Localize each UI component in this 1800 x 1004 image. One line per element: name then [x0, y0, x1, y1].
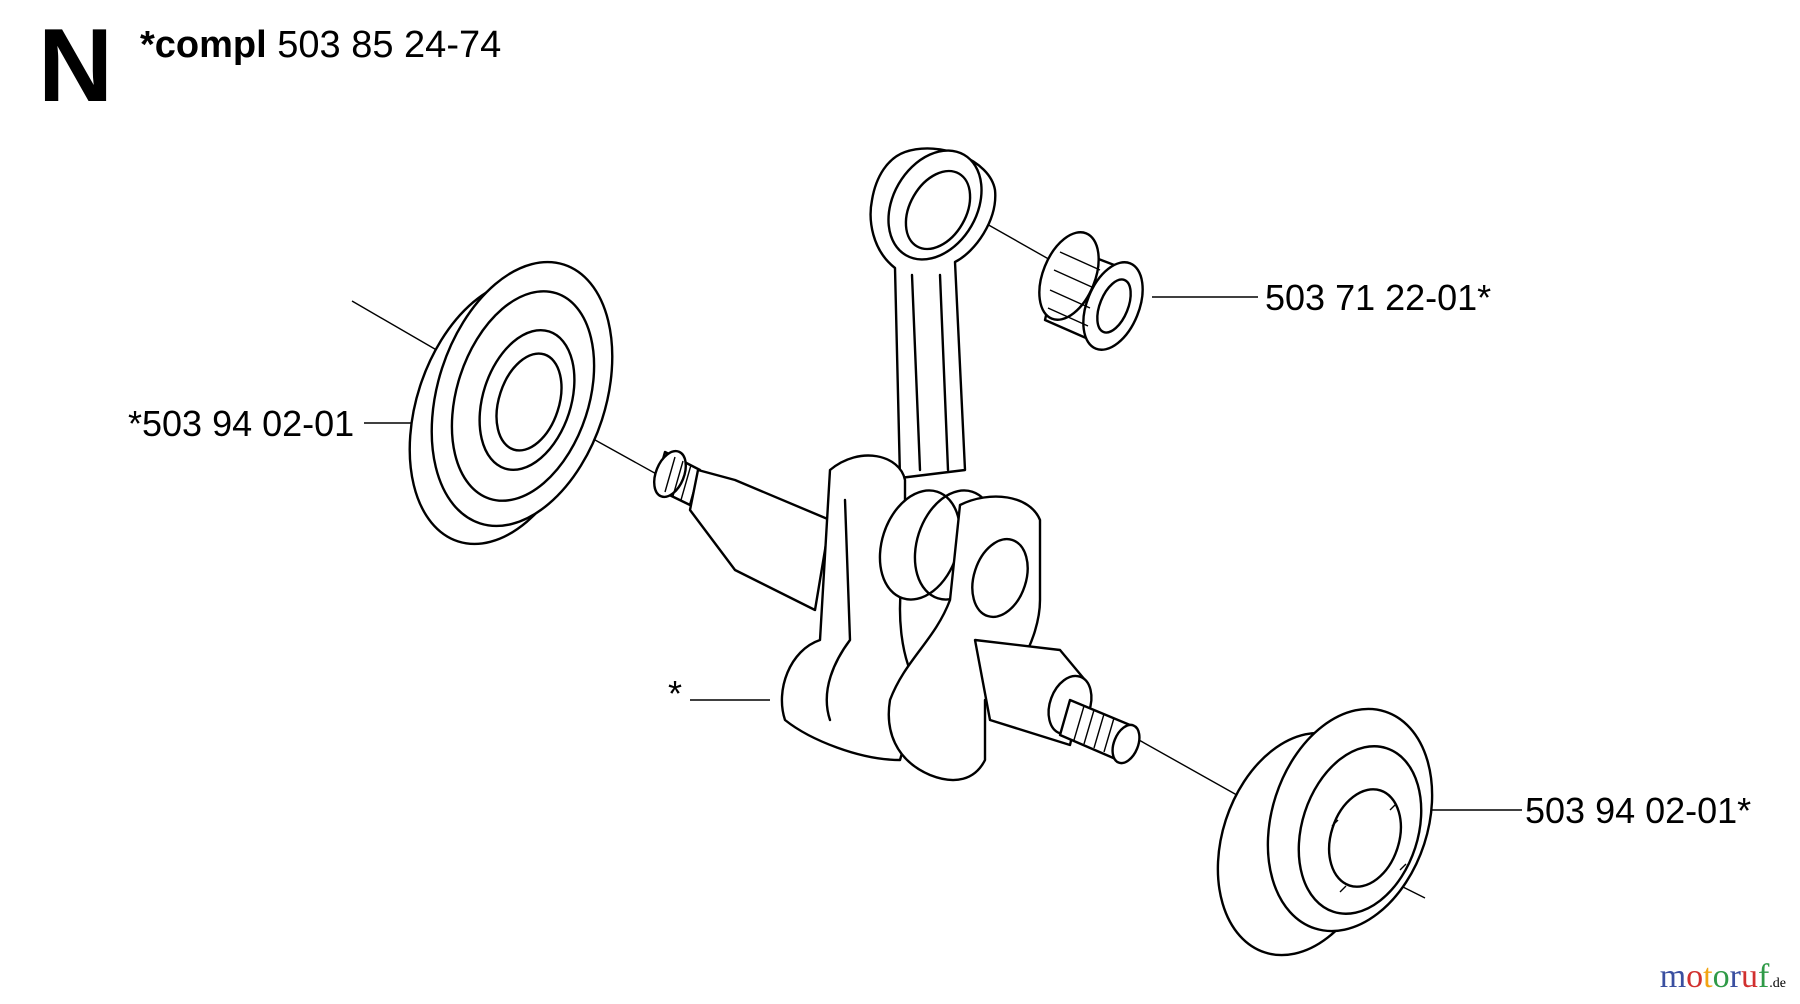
crankshaft-icon — [653, 449, 1141, 782]
watermark-letter: t — [1703, 958, 1713, 995]
callout-crankshaft: * — [668, 673, 683, 714]
watermark-letter: f — [1757, 958, 1770, 995]
callout-needle-bearing: 503 71 22-01* — [1265, 277, 1492, 318]
watermark-letter: m — [1659, 958, 1687, 995]
watermark-letter: o — [1686, 958, 1704, 995]
watermark-suffix: .de — [1769, 976, 1786, 991]
watermark-letter: u — [1740, 958, 1758, 995]
ball-bearing-icon — [1216, 707, 1434, 957]
assembly-label: *compl — [140, 24, 267, 66]
watermark-logo: motoruf.de — [1660, 960, 1786, 994]
ball-bearing-icon — [408, 260, 614, 546]
needle-bearing-icon — [1038, 231, 1144, 351]
assembly-number: 503 85 24-74 — [277, 24, 502, 66]
watermark-letter: r — [1729, 958, 1741, 995]
callout-left-ball-bearing: *503 94 02-01 — [128, 403, 355, 444]
connecting-rod-icon — [869, 147, 997, 480]
watermark-letter: o — [1712, 958, 1730, 995]
section-letter: N — [38, 8, 114, 124]
callout-right-ball-bearing: 503 94 02-01* — [1525, 790, 1752, 831]
assembly-part-number: *compl 503 85 24-74 — [140, 26, 501, 64]
watermark-text: motoruf — [1660, 958, 1770, 995]
